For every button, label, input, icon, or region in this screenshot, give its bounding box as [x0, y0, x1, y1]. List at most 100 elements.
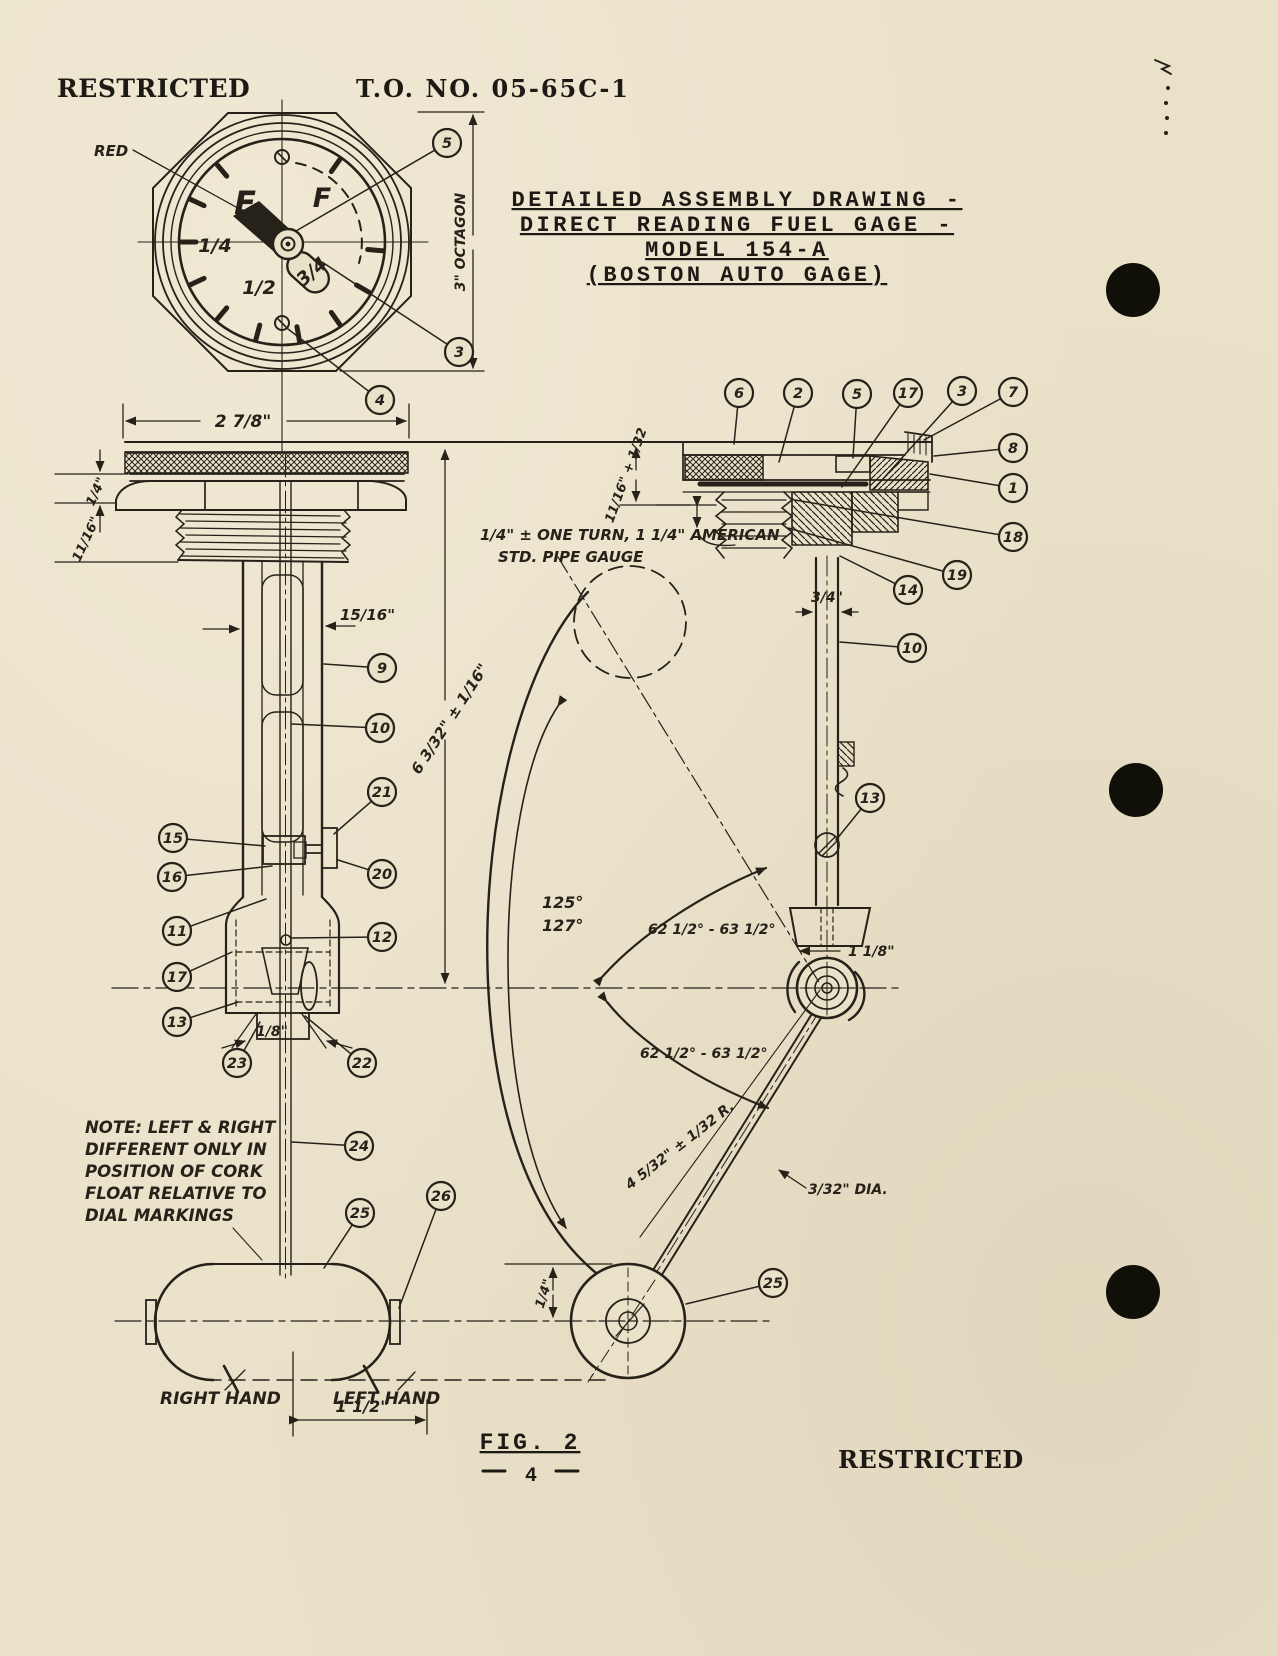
right-hand-label: RIGHT HAND — [160, 1389, 281, 1409]
callout-leader-front-15 — [187, 838, 266, 847]
callout-number-side-25: 25 — [763, 1276, 783, 1292]
callout-number-side-10: 10 — [902, 641, 922, 657]
note-line-4: FLOAT RELATIVE TO — [85, 1184, 267, 1203]
callout-number-front-9: 9 — [377, 661, 387, 677]
left-hand-label: LEFT HAND — [333, 1389, 440, 1409]
callout-leader-side-17 — [841, 404, 901, 488]
callout-circle-dial-3 — [443, 336, 475, 368]
octagon-dim-label: 3" OCTAGON — [453, 192, 469, 291]
callout-circle-side-5 — [841, 378, 873, 410]
callout-leader-side-18 — [794, 499, 999, 536]
callout-circle-side-3 — [946, 375, 978, 407]
callout-leader-front-23 — [243, 1021, 261, 1051]
footer-restricted: RESTRICTED — [838, 1445, 1024, 1474]
callout-number-dial-3: 3 — [454, 345, 464, 361]
callout-number-front-10: 10 — [370, 721, 390, 737]
callout-number-front-23: 23 — [227, 1056, 247, 1072]
callout-circle-side-7 — [997, 376, 1029, 408]
callout-leader-side-14 — [839, 555, 896, 585]
callout-leader-side-1 — [929, 473, 999, 487]
callout-leader-side-3 — [873, 401, 953, 490]
callout-number-front-22: 22 — [352, 1056, 372, 1072]
callout-number-side-6: 6 — [734, 386, 744, 402]
centerlines — [111, 987, 899, 1381]
side-view-linework — [486, 431, 933, 1383]
callout-circle-front-26 — [425, 1180, 457, 1212]
figure-caption: FIG. 2 — [480, 1430, 581, 1456]
callout-leader-dial-5 — [295, 149, 435, 232]
callout-leader-front-21 — [333, 801, 372, 835]
dial-quarter-label: 1/4 — [198, 235, 231, 257]
callout-circle-side-2 — [782, 377, 814, 409]
callout-circle-dial-4 — [364, 384, 396, 416]
callout-leader-front-17 — [189, 951, 233, 972]
callout-number-front-16: 16 — [162, 870, 182, 886]
callout-number-side-19: 19 — [947, 568, 967, 584]
dim-arm-offset: 1 1/8" — [848, 944, 895, 960]
punch-dot-3 — [1106, 1265, 1160, 1319]
callout-leader-front-20 — [337, 859, 369, 871]
pipe-gauge-note-line1: 1/4" ± ONE TURN, 1 1/4" AMERICAN — [480, 526, 780, 544]
title-line3: MODEL 154-A — [645, 238, 829, 263]
callout-circle-side-8 — [997, 432, 1029, 464]
dim-angle-upper: 62 1/2° - 63 1/2° — [648, 922, 775, 938]
callout-circle-side-1 — [997, 472, 1029, 504]
callout-circle-front-22 — [346, 1047, 378, 1079]
title-line1: DETAILED ASSEMBLY DRAWING - — [512, 188, 963, 213]
callout-leader-front-16 — [186, 865, 273, 877]
callout-leader-front-9 — [323, 663, 368, 668]
dim-angle-lower: 62 1/2° - 63 1/2° — [640, 1046, 767, 1062]
dial-tick — [294, 324, 303, 344]
page-number: 4 — [525, 1465, 537, 1488]
callout-number-side-17: 17 — [898, 386, 919, 402]
note-line-5: DIAL MARKINGS — [85, 1206, 234, 1225]
callout-leader-front-22 — [304, 1015, 352, 1055]
callout-number-side-14: 14 — [898, 583, 918, 599]
callout-number-front-17: 17 — [167, 970, 188, 986]
callout-leader-side-10 — [839, 641, 898, 648]
dim-rod-dia: 3/32" DIA. — [808, 1182, 888, 1198]
callout-leader-side-25 — [685, 1285, 760, 1305]
callout-circle-front-16 — [156, 861, 188, 893]
callout-circle-side-17 — [892, 377, 924, 409]
callout-circle-front-9 — [366, 652, 398, 684]
header-to-number: T.O. NO. 05-65C-1 — [356, 74, 630, 103]
dial-face-view — [132, 99, 485, 453]
dim-hub-width: 1/8" — [256, 1024, 288, 1040]
callout-number-side-8: 8 — [1008, 441, 1018, 457]
callout-leader-front-10 — [291, 723, 366, 729]
callout-leader-front-11 — [190, 898, 267, 927]
note-line-1: NOTE: LEFT & RIGHT — [85, 1118, 277, 1137]
callout-leader-front-12 — [291, 936, 368, 939]
dim-hex-side: 3/4" — [811, 590, 843, 606]
callout-leader-side-2 — [778, 406, 795, 463]
callout-circle-front-17 — [161, 961, 193, 993]
callout-leader-side-8 — [933, 448, 999, 457]
red-label: RED — [94, 142, 128, 160]
callout-circle-front-15 — [157, 822, 189, 854]
title-line2: DIRECT READING FUEL GAGE - — [520, 213, 954, 238]
note-line-3: POSITION OF CORK — [85, 1162, 264, 1181]
callout-number-front-11: 11 — [167, 924, 187, 940]
callout-number-front-26: 26 — [431, 1189, 451, 1205]
callout-circle-side-14 — [892, 574, 924, 606]
dim-swing-b: 127° — [542, 916, 583, 935]
dimensions-linework — [54, 403, 859, 1437]
header-restricted: RESTRICTED — [57, 74, 250, 103]
dial-full-label: F — [313, 183, 332, 214]
dim-float-travel: 1 1/2" — [335, 1397, 388, 1416]
dim-thread-length: 11/16" — [70, 515, 104, 565]
callout-circle-front-21 — [366, 776, 398, 808]
callout-number-front-24: 24 — [349, 1139, 369, 1155]
callout-circle-front-11 — [161, 915, 193, 947]
callout-circle-front-24 — [343, 1130, 375, 1162]
callout-leader-side-7 — [923, 398, 1001, 441]
callout-circle-front-12 — [366, 921, 398, 953]
callout-number-front-25: 25 — [350, 1206, 370, 1222]
callout-number-front-20: 20 — [372, 867, 392, 883]
dial-tick — [214, 305, 230, 322]
callout-leader-side-13 — [835, 808, 862, 841]
title-line4: (BOSTON AUTO GAGE) — [587, 263, 888, 288]
